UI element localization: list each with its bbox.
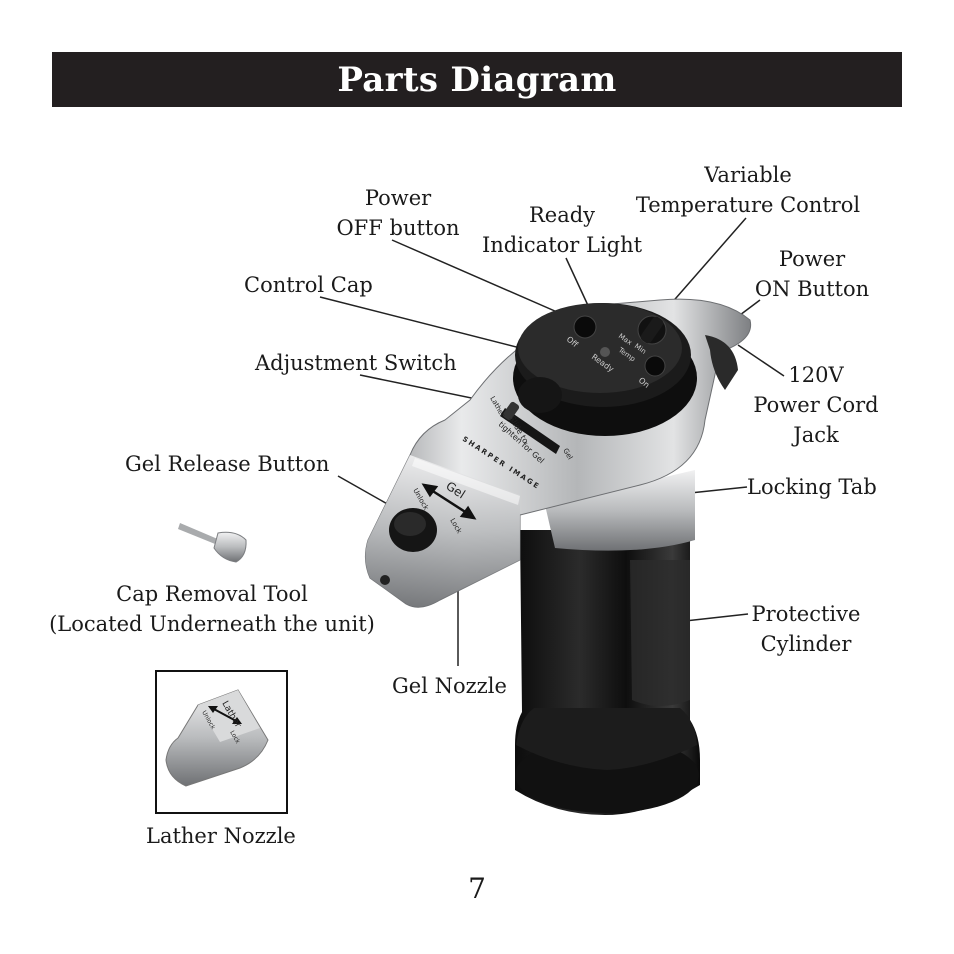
header-bar: Parts Diagram — [52, 52, 902, 107]
label-adjustment-switch: Adjustment Switch — [255, 351, 457, 375]
adjustment-switch — [500, 401, 560, 454]
label-power-on-button: Power ON Button — [754, 247, 870, 301]
ready-indicator-light — [600, 347, 610, 357]
callout-cord-jack — [737, 344, 785, 377]
steel-collar — [545, 470, 695, 551]
power-off-button — [573, 315, 597, 339]
cap-removal-tool — [178, 523, 247, 563]
lather-nozzle-part — [165, 689, 269, 787]
label-cap-removal-tool: Cap Removal Tool (Located Underneath the… — [49, 582, 375, 636]
page-title: Parts Diagram — [337, 59, 617, 100]
cord-jack-housing — [705, 335, 738, 390]
callout-control-cap — [319, 296, 541, 354]
power-on-button — [644, 355, 666, 377]
label-lather-nozzle: Lather Nozzle — [146, 824, 296, 848]
page-number: 7 — [468, 872, 486, 905]
gel-outlet — [380, 575, 390, 585]
gel-lock-arrow — [421, 483, 477, 520]
protective-cylinder — [515, 530, 700, 815]
label-gel-release-button: Gel Release Button — [125, 452, 330, 476]
gel-release-button — [389, 508, 437, 552]
label-control-cap: Control Cap — [244, 273, 373, 297]
label-power-cord-jack: 120V Power Cord Jack — [753, 363, 879, 447]
label-protective-cylinder: Protective Cylinder — [751, 602, 861, 656]
label-ready-indicator-light: Ready Indicator Light — [481, 203, 643, 257]
label-power-off: Power OFF button — [336, 186, 460, 240]
label-variable-temperature-control: Variable Temperature Control — [635, 163, 861, 217]
callout-power-off — [391, 239, 581, 323]
label-gel-nozzle: Gel Nozzle — [392, 674, 507, 698]
callout-locking-tab — [689, 486, 748, 494]
label-locking-tab: Locking Tab — [747, 475, 877, 499]
control-cap — [513, 303, 697, 436]
